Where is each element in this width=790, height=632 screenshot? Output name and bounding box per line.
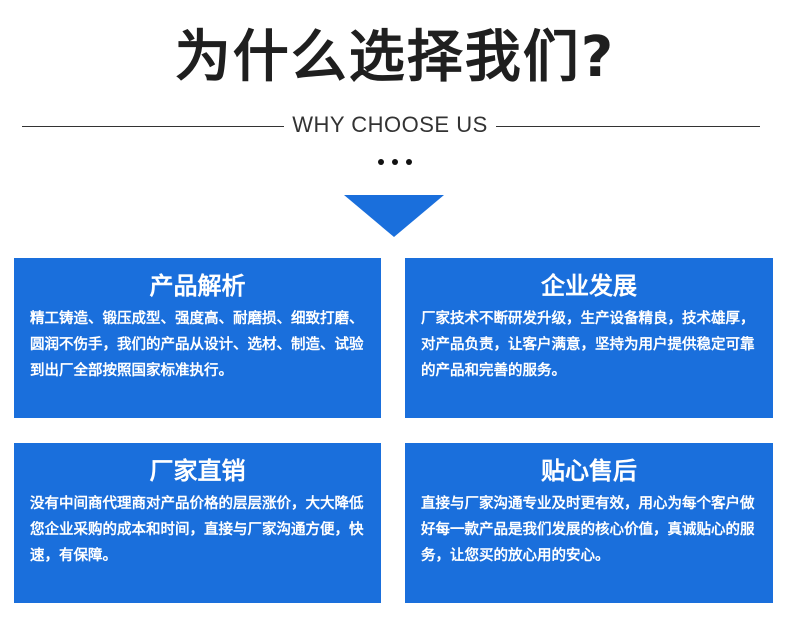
dot-icon xyxy=(378,159,384,165)
card-after-sales-service: 贴心售后 直接与厂家沟通专业及时更有效，用心为每个客户做好每一款产品是我们发展的… xyxy=(405,443,773,603)
subtitle-row: WHY CHOOSE US xyxy=(0,112,790,138)
card-title: 企业发展 xyxy=(541,271,637,300)
dots-ornament xyxy=(0,150,790,169)
card-product-analysis: 产品解析 精工铸造、锻压成型、强度高、耐磨损、细致打磨、圆润不伤手，我们的产品从… xyxy=(14,258,381,418)
card-body: 直接与厂家沟通专业及时更有效，用心为每个客户做好每一款产品是我们发展的核心价值，… xyxy=(421,495,755,564)
down-arrow-icon xyxy=(344,195,444,237)
dot-icon xyxy=(406,159,412,165)
card-title: 厂家直销 xyxy=(149,456,246,485)
dot-icon xyxy=(392,159,398,165)
card-company-development: 企业发展 厂家技术不断研发升级，生产设备精良，技术雄厚，对产品负责，让客户满意，… xyxy=(405,258,773,418)
page-subtitle: WHY CHOOSE US xyxy=(292,112,488,137)
right-divider-line xyxy=(496,126,760,127)
left-divider-line xyxy=(22,126,284,127)
card-factory-direct-sales: 厂家直销 没有中间商代理商对产品价格的层层涨价，大大降低您企业采购的成本和时间，… xyxy=(14,443,381,603)
card-title: 贴心售后 xyxy=(541,456,637,485)
page-title: 为什么选择我们? xyxy=(174,25,616,90)
card-body: 没有中间商代理商对产品价格的层层涨价，大大降低您企业采购的成本和时间，直接与厂家… xyxy=(30,495,364,564)
card-body: 厂家技术不断研发升级，生产设备精良，技术雄厚，对产品负责，让客户满意，坚持为用户… xyxy=(421,310,755,379)
card-body: 精工铸造、锻压成型、强度高、耐磨损、细致打磨、圆润不伤手，我们的产品从设计、选材… xyxy=(30,310,364,379)
card-title: 产品解析 xyxy=(149,271,246,300)
